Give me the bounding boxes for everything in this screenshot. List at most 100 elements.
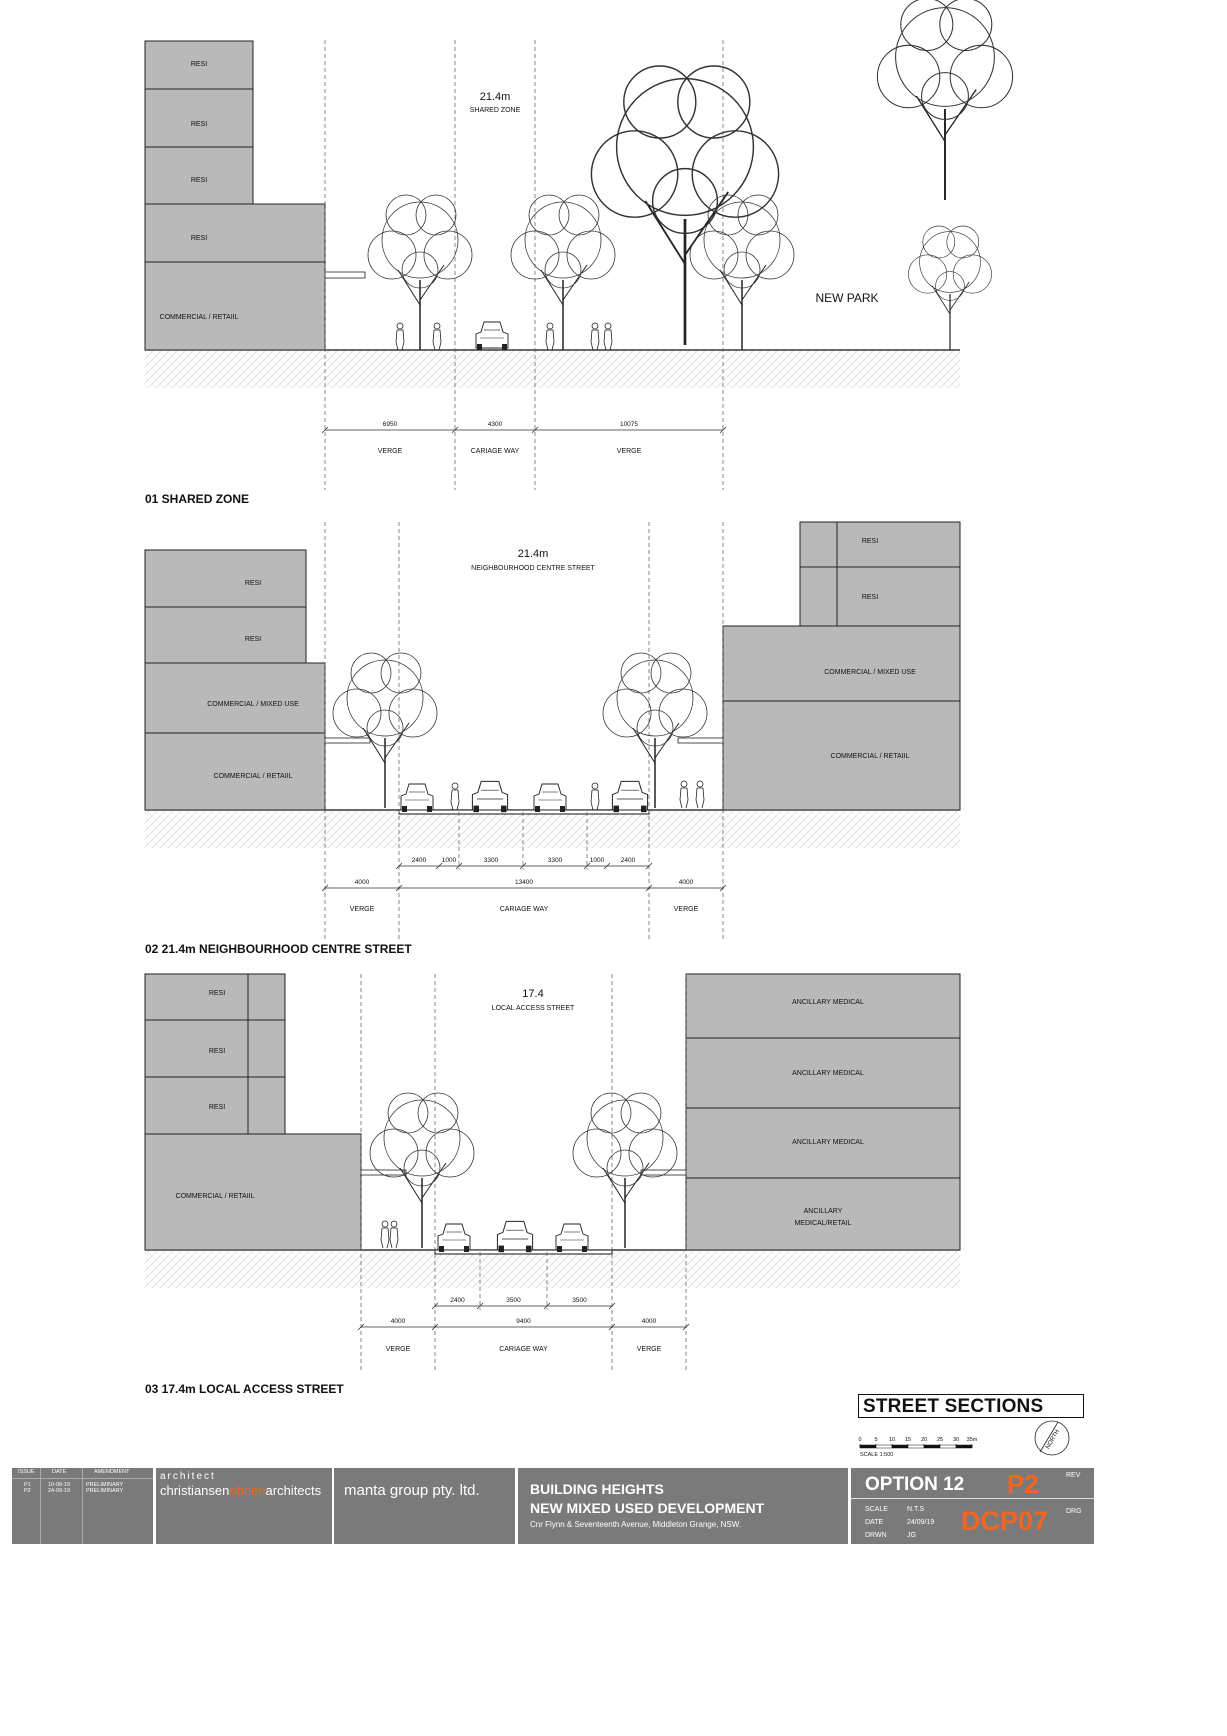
scale-bar-tick-label-7: 35m: [967, 1437, 978, 1443]
s2-dimension-value-2: 13400: [515, 879, 533, 886]
s2-lane-dimension-value-1: 2400: [412, 857, 427, 864]
s3-left-building-label-2: RESI: [209, 1048, 225, 1055]
s3-right-building: ANCILLARY MEDICAL ANCILLARY MEDICAL ANCILL…: [685, 973, 961, 1251]
client-block: manta group pty. ltd.: [334, 1468, 515, 1544]
scale-bar-tick-label-3: 15: [905, 1437, 911, 1443]
scale-bar-tick-label-0: 0: [858, 1437, 861, 1443]
s2-car-3: [533, 783, 567, 813]
scale-bar-tick-label-5: 25: [937, 1437, 943, 1443]
s2-lane-dimension-tick-3: [519, 862, 527, 870]
s2-lane-dimension-tick-0: [395, 862, 403, 870]
s1-left-building-label-4: RESI: [191, 235, 207, 242]
scale-bar-tick-label-4: 20: [921, 1437, 927, 1443]
scale-bar-segment-4: [907, 1444, 925, 1449]
s2-left-building-label-1: RESI: [245, 580, 261, 587]
s2-right-stair-core: [799, 521, 838, 627]
s2-tree-2: [602, 652, 708, 809]
issue-table: ISSUE DATE AMENDMENT P1 10-08-19 PRELIMI…: [12, 1468, 153, 1544]
s1-width-label: 21.4m: [480, 91, 511, 103]
s1-left-building-label-3: RESI: [191, 177, 207, 184]
s2-left-building-floor-4: [144, 732, 326, 811]
architect-small-label: architect: [160, 1471, 216, 1482]
s1-dimension-tick-1: [451, 426, 459, 434]
s3-lane-dimension-value-2: 3500: [506, 1297, 521, 1304]
s3-right-building-label-2: ANCILLARY MEDICAL: [792, 1070, 864, 1077]
date-header: DATE: [52, 1469, 67, 1475]
s1-dimension-tick-3: [719, 426, 727, 434]
s1-person-5: [603, 322, 613, 351]
s3-lane-dimension-tick-2: [543, 1302, 551, 1310]
issue-row-1-amendment: PRELIMINARY: [86, 1482, 124, 1488]
s2-street-label: NEIGHBOURHOOD CENTRE STREET: [471, 565, 595, 572]
s3-left-building-label-3: RESI: [209, 1104, 225, 1111]
scale-bar-segment-6: [939, 1444, 957, 1449]
revision-value: P2: [1007, 1469, 1039, 1499]
s3-lane-dimension-tick-0: [431, 1302, 439, 1310]
scale-value: N.T.S: [907, 1506, 925, 1513]
issue-row-1-date: 10-08-19: [48, 1482, 71, 1488]
s2-lane-dimension-value-6: 2400: [621, 857, 636, 864]
s3-lane-dimension-value-3: 3500: [572, 1297, 587, 1304]
s3-car-2: [496, 1220, 534, 1253]
s3-right-building-label-3: ANCILLARY MEDICAL: [792, 1139, 864, 1146]
s2-dimension-value-3: 4000: [679, 879, 694, 886]
s3-right-building-label-5: MEDICAL/RETAIL: [794, 1220, 851, 1227]
s1-car-1: [475, 321, 509, 351]
issue-row-1-issue: P1: [24, 1482, 31, 1488]
project-title-1: BUILDING HEIGHTS: [530, 1481, 664, 1497]
scale-bar-label: SCALE 1:500: [860, 1452, 893, 1458]
s2-left-building-label-4: COMMERCIAL / RETAIIL: [214, 773, 293, 780]
s1-dimension-tick-0: [321, 426, 329, 434]
s3-dimension-value-1: 4000: [391, 1318, 406, 1325]
issue-header: ISSUE: [18, 1469, 35, 1475]
north-arrow-icon: [1034, 1420, 1070, 1456]
date-value: 24/09/19: [907, 1519, 935, 1526]
s3-dimension-zone-2: CARIAGE WAY: [499, 1346, 548, 1353]
s2-lane-dimension-value-2: 1000: [442, 857, 457, 864]
s2-lane-dimension-value-4: 3300: [548, 857, 563, 864]
architect-logo: christiansenobrienarchitects: [160, 1483, 321, 1498]
s3-left-building-label-4: COMMERCIAL / RETAIIL: [176, 1193, 255, 1200]
issue-row-2-date: 24-09-19: [48, 1488, 71, 1494]
s3-lane-dimension-value-1: 2400: [450, 1297, 465, 1304]
scale-bar-tick-label-2: 10: [889, 1437, 895, 1443]
s1-dimension-tick-2: [531, 426, 539, 434]
s2-dimension-tick-0: [321, 884, 329, 892]
sheet-title-box: STREET SECTIONS: [858, 1394, 1084, 1418]
s3-dimension-value-3: 4000: [642, 1318, 657, 1325]
s3-street-label: LOCAL ACCESS STREET: [492, 1005, 575, 1012]
s2-dimension-zone-2: CARIAGE WAY: [500, 906, 549, 913]
drawn-label: DRWN: [865, 1532, 887, 1539]
s2-width-label: 21.4m: [518, 548, 549, 560]
s1-tree-4: [689, 194, 795, 351]
s3-right-building-label-1: ANCILLARY MEDICAL: [792, 999, 864, 1006]
drawing-info-block: OPTION 12 P2 REV SCALE N.T.S DATE 24/09/…: [851, 1468, 1094, 1544]
s3-dimension-zone-1: VERGE: [386, 1346, 411, 1353]
s3-dimension-tick-3: [682, 1323, 690, 1331]
s2-carriageway-kerb: [398, 809, 650, 815]
s2-left-building-floor-1: [144, 549, 307, 608]
drawn-value: JG: [907, 1532, 916, 1539]
scale-bar-segment-7: [955, 1444, 973, 1449]
s2-left-building-floor-2: [144, 606, 307, 664]
scale-bar-segment-1: [859, 1444, 877, 1449]
s2-dimension-tick-2: [645, 884, 653, 892]
s1-left-building-floor-2: [144, 88, 254, 148]
s3-right-building-label-4: ANCILLARY: [804, 1208, 843, 1215]
s1-left-building-floor-3: [144, 146, 254, 205]
s2-left-building-floor-3: [144, 662, 326, 734]
s1-left-building-floor-5: [144, 261, 326, 351]
s2-awning-left: [324, 737, 371, 744]
s2-lane-dimension-value-5: 1000: [590, 857, 605, 864]
s2-lane-dimension-tick-2: [455, 862, 463, 870]
s3-right-building-floor-4: [685, 1177, 961, 1251]
s3-left-building-floor-3: [144, 1076, 286, 1135]
architect-name-c: architects: [265, 1483, 322, 1498]
revision-label: REV: [1066, 1472, 1081, 1479]
s2-person-1: [679, 780, 689, 809]
s3-person-1: [380, 1220, 390, 1249]
s1-dimension-zone-1: VERGE: [378, 448, 403, 455]
s2-cyclist-2: [590, 782, 600, 811]
